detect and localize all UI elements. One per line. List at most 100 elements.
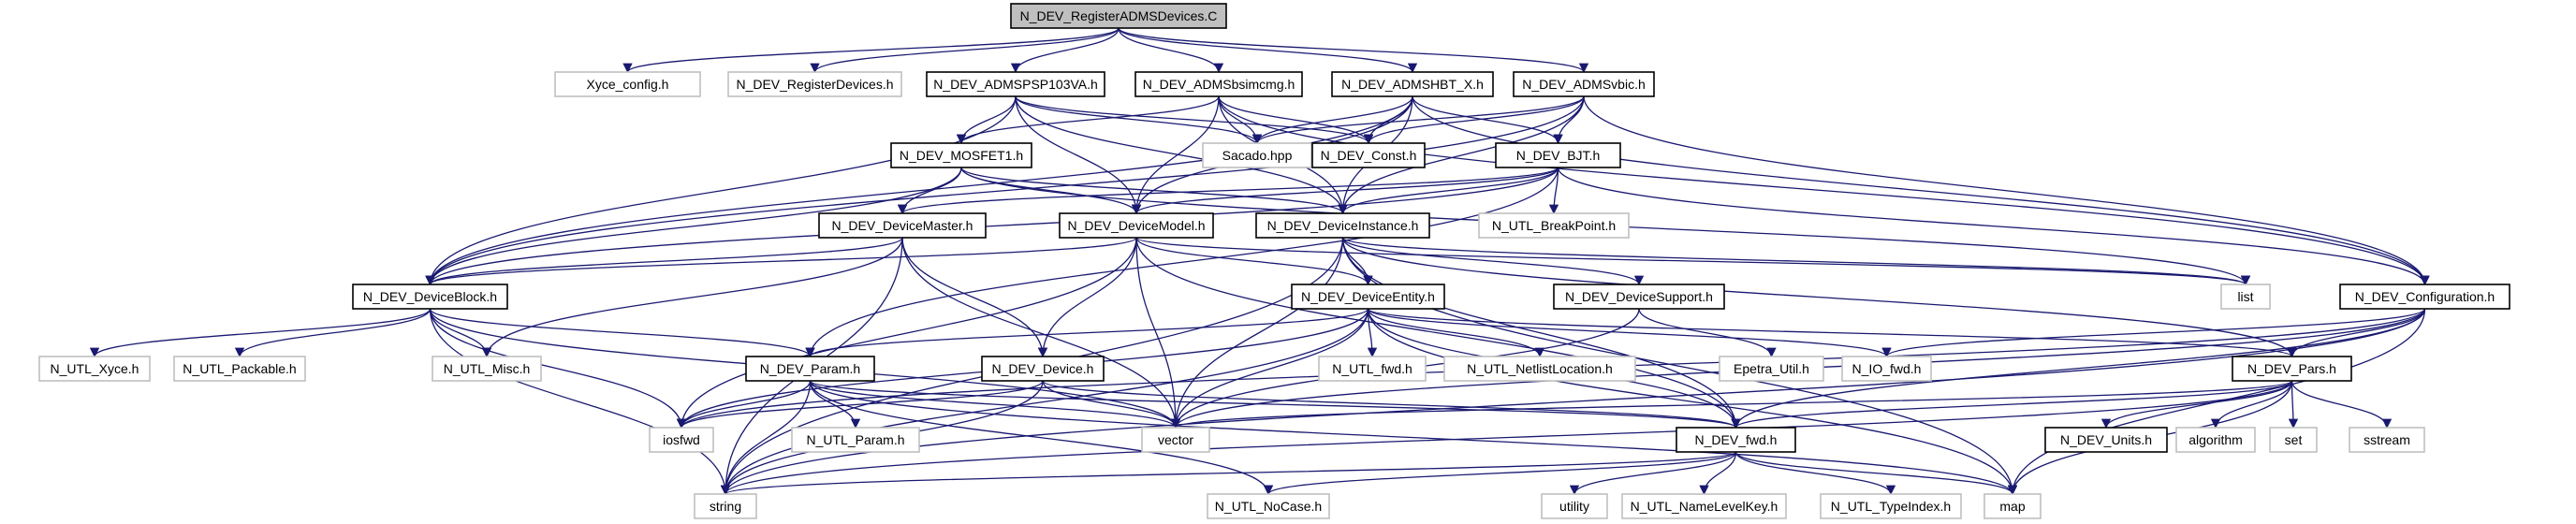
node-dev_fwd[interactable]: N_DEV_fwd.h [1676,427,1796,453]
edge-root-to-admshbt [1118,27,1418,74]
node-utl_xyce: N_UTL_Xyce.h [38,356,151,382]
node-configuration[interactable]: N_DEV_Configuration.h [2339,284,2510,310]
node-label: N_DEV_fwd.h [1695,432,1778,447]
node-box [432,356,542,382]
edge-devicemaster-to-vector [901,237,1181,429]
edge-devicemodel-to-list [1135,237,2250,286]
node-const[interactable]: N_DEV_Const.h [1311,142,1426,168]
edge-devicemodel-to-deviceblock [425,237,1137,286]
node-devicemaster[interactable]: N_DEV_DeviceMaster.h [818,212,987,239]
node-label: map [1999,499,2025,514]
node-label: Sacado.hpp [1222,148,1293,163]
node-label: N_DEV_MOSFET1.h [900,148,1023,163]
node-box [1141,427,1210,453]
edge-deviceentity-to-vector [1170,308,1369,429]
node-label: N_DEV_Pars.h [2247,361,2336,376]
node-utl_fwd: N_UTL_fwd.h [1318,356,1427,382]
node-box [1983,493,2042,519]
edge-deviceinstance-to-list [1341,237,2250,286]
edge-root-to-xyce_config [622,27,1120,74]
node-devicesupport[interactable]: N_DEV_DeviceSupport.h [1553,284,1725,310]
node-box [1541,493,1608,519]
node-label: N_DEV_RegisterADMSDevices.C [1020,8,1218,23]
node-box [2220,284,2271,310]
edge-devicemaster-to-utl_misc [481,237,903,358]
edge-dev_fwd-to-nocase [1264,451,1737,496]
edge-param-to-iosfwd [676,380,812,429]
node-box [1553,284,1725,310]
node-label: N_DEV_ADMSHBT_X.h [1341,77,1484,92]
node-box [554,71,701,97]
node-set: set [2269,427,2318,453]
edge-bjt-to-devicemodel [1131,167,1559,215]
node-bjt[interactable]: N_DEV_BJT.h [1495,142,1621,168]
node-units[interactable]: N_DEV_Units.h [2044,427,2168,453]
node-list: list [2220,284,2271,310]
node-box [1621,493,1787,519]
node-utility: utility [1541,493,1608,519]
edge-device-to-iosfwd [676,380,1044,429]
edge-deviceinstance-to-devicesupport [1341,237,1645,286]
node-deviceentity[interactable]: N_DEV_DeviceEntity.h [1291,284,1445,310]
node-box [1059,212,1214,239]
node-box [649,427,714,453]
node-admsvbic[interactable]: N_DEV_ADMSvbic.h [1513,71,1655,97]
node-box [1134,71,1303,97]
edge-pars-to-string [721,380,2293,496]
node-utl_misc: N_UTL_Misc.h [432,356,542,382]
node-admshbt[interactable]: N_DEV_ADMSHBT_X.h [1331,71,1494,97]
edge-admsbsimcmg-to-configuration [1218,95,2430,286]
node-pars[interactable]: N_DEV_Pars.h [2232,356,2352,382]
node-label: N_IO_fwd.h [1852,361,1922,376]
node-deviceblock[interactable]: N_DEV_DeviceBlock.h [352,284,508,310]
edge-admshbt-to-bjt [1412,95,1563,145]
node-box [890,142,1032,168]
edge-pars-to-algorithm [2210,380,2293,429]
edge-admshbt-to-deviceblock [425,95,1413,286]
edge-deviceentity-to-netlistlocation [1367,308,1545,358]
node-label: N_UTL_Xyce.h [51,361,139,376]
node-param[interactable]: N_DEV_Param.h [745,356,875,382]
edge-mosfet1-to-devicemodel [960,167,1142,215]
node-box [745,356,875,382]
node-box [1291,284,1445,310]
node-box [38,356,151,382]
node-typeindex: N_UTL_TypeIndex.h [1820,493,1962,519]
node-io_fwd: N_IO_fwd.h [1841,356,1932,382]
node-admspsp[interactable]: N_DEV_ADMSPSP103VA.h [926,71,1105,97]
edge-deviceinstance-to-vector [1170,237,1344,429]
node-label: N_UTL_Param.h [806,432,904,447]
edge-bjt-to-param [805,167,1559,358]
edge-dev_fwd-to-utility [1569,451,1737,496]
node-box [2269,427,2318,453]
edge-pars-to-set [2288,380,2299,429]
node-devicemodel[interactable]: N_DEV_DeviceModel.h [1059,212,1214,239]
edge-root-to-admsbsimcmg [1118,27,1224,74]
node-device[interactable]: N_DEV_Device.h [981,356,1105,382]
node-label: Xyce_config.h [587,77,669,92]
node-deviceinstance[interactable]: N_DEV_DeviceInstance.h [1255,212,1430,239]
edge-deviceentity-to-string [720,308,1369,496]
edge-device-to-dev_fwd [1042,380,1741,429]
edge-pars-to-dev_fwd [1731,380,2293,429]
node-mosfet1[interactable]: N_DEV_MOSFET1.h [890,142,1032,168]
edge-devicemaster-to-device [901,237,1048,358]
node-label: set [2285,432,2303,447]
node-label: N_DEV_Param.h [760,361,860,376]
edge-bjt-to-configuration [1557,167,2430,286]
node-label: N_DEV_DeviceEntity.h [1301,289,1435,304]
node-sstream: sstream [2349,427,2425,453]
node-root[interactable]: N_DEV_RegisterADMSDevices.C [1010,3,1227,29]
node-admsbsimcmg[interactable]: N_DEV_ADMSbsimcmg.h [1134,71,1303,97]
node-string: string [694,493,757,519]
edge-admshbt-to-sacado [1251,95,1413,145]
node-box [2232,356,2352,382]
edge-deviceblock-to-iosfwd [429,308,687,429]
node-box [727,71,902,97]
node-label: N_UTL_Misc.h [444,361,531,376]
node-box [2175,427,2256,453]
node-label: string [710,499,741,514]
node-box [926,71,1105,97]
edge-devicemodel-to-deviceentity [1135,237,1373,286]
node-box [2349,427,2425,453]
